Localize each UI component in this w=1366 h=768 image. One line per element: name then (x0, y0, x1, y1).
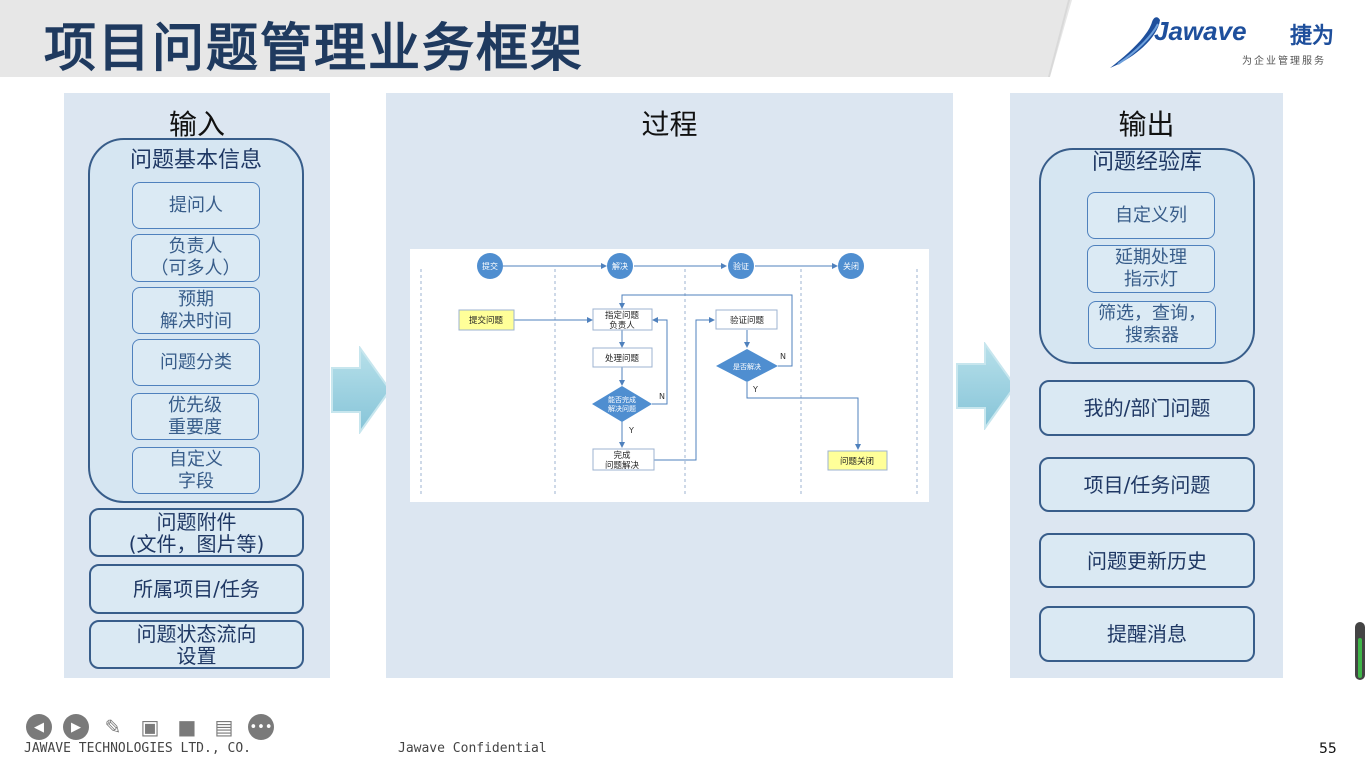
stage-submit-node (477, 253, 503, 279)
header-bar (0, 0, 1366, 77)
scroll-handle[interactable] (1355, 622, 1365, 680)
complete-node (592, 448, 655, 471)
close-issue-label: 问题关闭 (840, 456, 874, 467)
right-arrow-icon (331, 346, 392, 434)
decision-solved-yes: Y (752, 385, 758, 394)
project-task-box: 所属项目/任务 (89, 564, 304, 614)
stage-solve-label: 解决 (612, 261, 628, 271)
submit-issue-label: 提交问题 (469, 315, 504, 326)
close-issue-node (827, 450, 888, 471)
page-number: 55 (1319, 741, 1337, 757)
reminder-messages-box: 提醒消息 (1039, 606, 1255, 662)
kb-delay-indicator: 延期处理 指示灯 (1087, 245, 1215, 293)
slide-title: 项目问题管理业务框架 (44, 19, 585, 79)
handle-issue-node (592, 347, 653, 368)
zoom-icon[interactable]: ▣ (140, 715, 160, 739)
field-priority: 优先级 重要度 (131, 393, 259, 440)
decision-solved (716, 349, 778, 382)
footer-confidential: Jawave Confidential (398, 741, 547, 756)
submit-issue-node (458, 309, 515, 331)
knowledge-base-title: 问题经验库 (1091, 150, 1202, 175)
stage-close-label: 关闭 (843, 261, 859, 271)
complete-label-2: 问题解决 (605, 460, 640, 471)
decision-can-complete-label-1: 能否完成 (608, 395, 636, 404)
field-owner: 负责人 （可多人） (131, 234, 260, 282)
logo-tagline: 为企业管理服务 (1242, 56, 1326, 67)
pen-icon[interactable]: ✎ (104, 715, 122, 739)
right-arrow-icon (956, 342, 1017, 430)
next-slide-icon[interactable]: ▶ (63, 714, 89, 740)
my-dept-issues-box: 我的/部门问题 (1039, 380, 1255, 436)
verify-issue-node (715, 309, 778, 330)
stage-solve-node (607, 253, 633, 279)
video-camera-icon[interactable]: ■ (177, 715, 197, 739)
more-options-icon[interactable]: ••• (248, 714, 274, 740)
complete-label-1: 完成 (613, 450, 631, 461)
flowchart-svg: 提交 解决 验证 关闭 提交问题 指定问题 负责人 处理问题 能否完成 解决问题… (420, 253, 918, 496)
decision-can-complete-no: N (659, 392, 665, 401)
decision-can-complete (592, 386, 652, 422)
footer-company: JAWAVE TECHNOLOGIES LTD., CO. (24, 741, 251, 756)
field-questioner: 提问人 (132, 182, 260, 229)
input-panel-title: 输入 (168, 108, 225, 141)
subtitles-icon[interactable]: ▤ (214, 715, 234, 739)
field-expected-time: 预期 解决时间 (132, 287, 260, 334)
stage-verify-label: 验证 (733, 261, 749, 271)
assign-owner-node (592, 308, 653, 331)
project-task-issues-box: 项目/任务问题 (1039, 457, 1255, 512)
kb-custom-columns: 自定义列 (1087, 192, 1215, 239)
previous-slide-icon[interactable]: ◀ (26, 714, 52, 740)
logo-area (1050, 0, 1366, 77)
attachments-box: 问题附件 (文件，图片等) (89, 508, 304, 557)
decision-solved-label: 是否解决 (733, 362, 761, 371)
assign-owner-label-2: 负责人 (609, 320, 635, 331)
stage-close-node (838, 253, 864, 279)
jawave-logo-swoosh-icon (1110, 17, 1160, 68)
status-flow-box: 问题状态流向 设置 (89, 620, 304, 669)
logo-wordmark: Jawave (1154, 16, 1247, 46)
issue-history-box: 问题更新历史 (1039, 533, 1255, 588)
verify-issue-label: 验证问题 (730, 315, 765, 326)
basic-info-title: 问题基本信息 (129, 148, 262, 173)
presentation-toolbar: ◀ ▶ ✎ ▣ ■ ▤ ••• (26, 714, 274, 740)
kb-filter-search: 筛选，查询， 搜索器 (1088, 301, 1216, 349)
handle-issue-label: 处理问题 (605, 353, 640, 364)
field-category: 问题分类 (132, 339, 260, 386)
decision-can-complete-label-2: 解决问题 (608, 404, 636, 413)
process-panel-title: 过程 (641, 108, 698, 141)
output-panel-title: 输出 (1118, 108, 1175, 141)
decision-can-complete-yes: Y (628, 426, 634, 435)
stage-submit-label: 提交 (482, 261, 498, 271)
field-custom: 自定义 字段 (132, 447, 260, 494)
decision-solved-no: N (780, 352, 786, 361)
assign-owner-label-1: 指定问题 (605, 310, 640, 321)
stage-verify-node (728, 253, 754, 279)
process-flowchart: 提交 解决 验证 关闭 提交问题 指定问题 负责人 处理问题 能否完成 解决问题… (410, 249, 929, 502)
logo-chinese-name: 捷为 (1290, 24, 1335, 49)
